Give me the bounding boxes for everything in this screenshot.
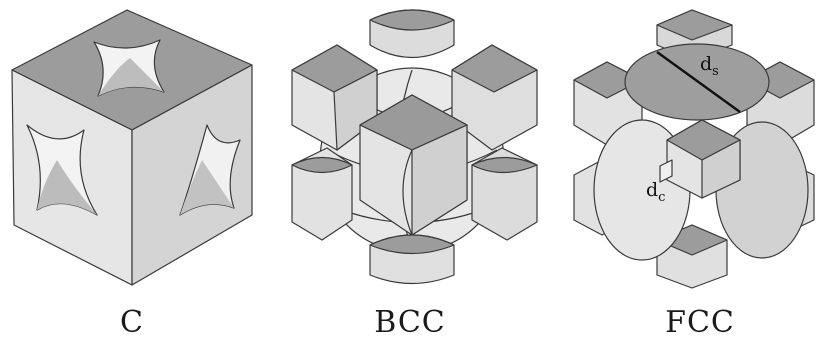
caption-fcc: FCC xyxy=(665,305,735,340)
corner-piece-upper-right xyxy=(451,44,538,151)
sphere-diameter-line xyxy=(656,51,741,113)
sphere-diameter-label: ds xyxy=(700,53,719,79)
corner-piece-lower-right xyxy=(471,147,538,241)
simple-cubic-unit-cell xyxy=(11,9,253,286)
corner-piece-front xyxy=(359,94,468,236)
fcc-unit-cell: ds dc xyxy=(573,9,815,289)
cube-right-face xyxy=(131,64,253,286)
caption-bcc: BCC xyxy=(374,305,446,340)
channel-notch xyxy=(659,159,673,183)
caption-c: C xyxy=(120,305,144,340)
bcc-unit-cell xyxy=(291,9,538,285)
corner-piece-lower-left xyxy=(291,147,353,241)
corner-piece-top xyxy=(369,9,455,59)
corner-piece-bottom xyxy=(369,234,455,285)
channel-diameter-label: dc xyxy=(646,179,665,205)
corner-piece-upper-left xyxy=(291,44,378,151)
corner-piece-front xyxy=(666,119,741,199)
